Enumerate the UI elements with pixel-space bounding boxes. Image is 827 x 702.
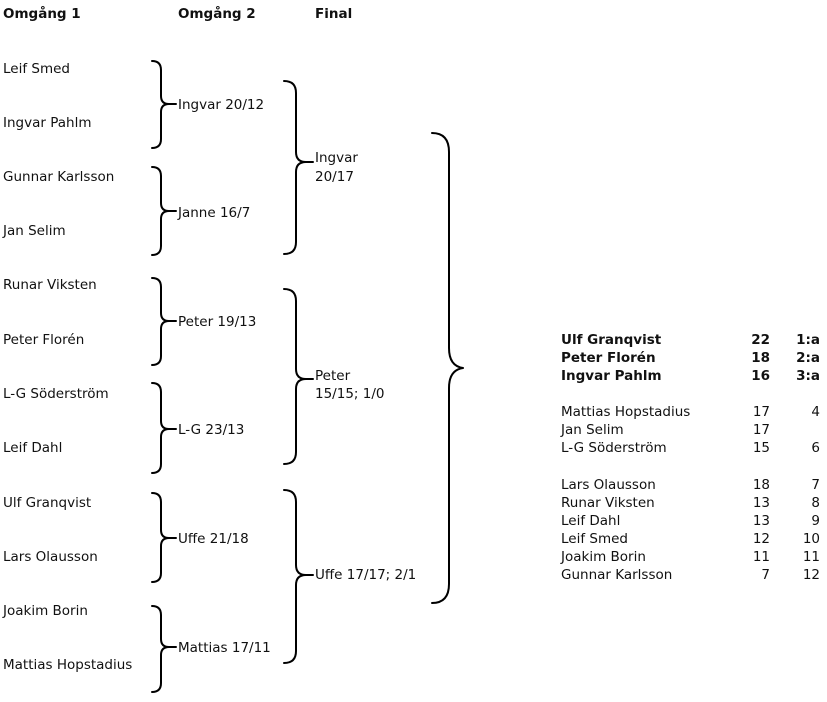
brace-pair-3	[151, 277, 177, 366]
result-name: Jan Selim	[561, 422, 624, 438]
result-rank: 11	[802, 549, 820, 565]
final-result-line1: Peter	[315, 368, 351, 384]
result-points: 16	[751, 368, 770, 384]
result-name: Leif Smed	[561, 531, 628, 547]
round1-player: Peter Florén	[3, 332, 85, 348]
result-points: 13	[752, 513, 770, 529]
result-name: Peter Florén	[561, 350, 656, 366]
round2-result: Uffe 21/18	[178, 531, 249, 547]
round1-player: Mattias Hopstadius	[3, 657, 133, 673]
result-points: 12	[752, 531, 770, 547]
result-name: Ulf Granqvist	[561, 332, 662, 348]
final-result-line2: 20/17	[315, 169, 354, 185]
result-rank: 2:a	[796, 350, 820, 366]
round2-result: Janne 16/7	[178, 205, 251, 221]
result-name: Ingvar Pahlm	[561, 368, 662, 384]
brace-pair-4	[151, 382, 177, 474]
result-rank: 3:a	[796, 368, 820, 384]
result-name: Gunnar Karlsson	[561, 567, 673, 583]
result-points: 17	[752, 422, 770, 438]
result-points: 15	[752, 440, 770, 456]
result-rank: 9	[811, 513, 820, 529]
result-name: Leif Dahl	[561, 513, 621, 529]
round2-result: Mattias 17/11	[178, 640, 271, 656]
result-points: 7	[761, 567, 770, 583]
round2-result: L-G 23/13	[178, 422, 245, 438]
result-points: 13	[752, 495, 770, 511]
brace-group-2	[283, 288, 314, 465]
header-final: Final	[315, 6, 353, 22]
round1-player: Joakim Borin	[3, 603, 88, 619]
result-rank: 12	[802, 567, 820, 583]
brace-pair-2	[151, 166, 177, 256]
result-points: 22	[751, 332, 770, 348]
final-result-line1: Ingvar	[315, 150, 358, 166]
result-name: Lars Olausson	[561, 477, 656, 493]
round1-player: Lars Olausson	[3, 549, 98, 565]
brace-pair-6	[151, 605, 177, 693]
round2-result: Peter 19/13	[178, 314, 257, 330]
result-rank: 8	[811, 495, 820, 511]
brace-group-3	[283, 489, 314, 664]
result-points: 11	[752, 549, 770, 565]
result-rank: 6	[811, 440, 820, 456]
round1-player: Runar Viksten	[3, 277, 97, 293]
result-name: L-G Söderström	[561, 440, 667, 456]
header-round1: Omgång 1	[3, 6, 81, 22]
final-result-line2: 15/15; 1/0	[315, 386, 385, 402]
header-round2: Omgång 2	[178, 6, 256, 22]
round1-player: Gunnar Karlsson	[3, 169, 115, 185]
round1-player: L-G Söderström	[3, 386, 109, 402]
result-name: Mattias Hopstadius	[561, 404, 691, 420]
result-points: 17	[752, 404, 770, 420]
round1-player: Leif Dahl	[3, 440, 63, 456]
result-rank: 10	[802, 531, 820, 547]
round1-player: Leif Smed	[3, 61, 70, 77]
round2-result: Ingvar 20/12	[178, 97, 265, 113]
brace-final	[431, 132, 464, 604]
result-rank: 4	[811, 404, 820, 420]
round1-player: Jan Selim	[3, 223, 66, 239]
final-result-line1: Uffe 17/17; 2/1	[315, 567, 417, 583]
result-rank: 1:a	[796, 332, 820, 348]
result-rank: 7	[811, 477, 820, 493]
round1-player: Ingvar Pahlm	[3, 115, 92, 131]
brace-pair-1	[151, 60, 177, 149]
round1-player: Ulf Granqvist	[3, 495, 92, 511]
result-name: Runar Viksten	[561, 495, 655, 511]
result-points: 18	[751, 350, 770, 366]
brace-pair-5	[151, 492, 177, 583]
result-name: Joakim Borin	[561, 549, 646, 565]
brace-group-1	[283, 80, 314, 255]
result-points: 18	[752, 477, 770, 493]
